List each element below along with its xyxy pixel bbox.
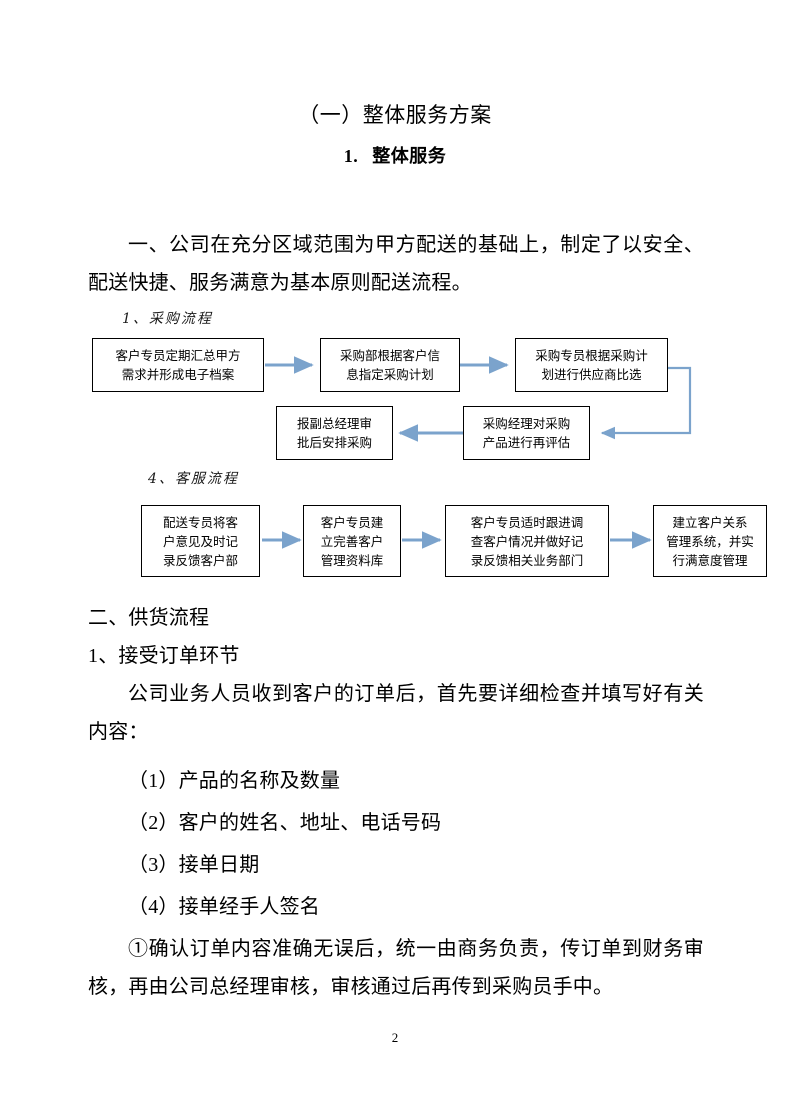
flow-box-purchase-1: 客户专员定期汇总甲方 需求并形成电子档案 — [92, 338, 264, 392]
flow-box-service-4: 建立客户关系 管理系统，并实 行满意度管理 — [653, 505, 767, 577]
list-item-2: （2）客户的姓名、地址、电话号码 — [128, 812, 442, 834]
flowchart-label-purchase: 1、采购流程 — [122, 311, 213, 327]
flow-box-purchase-4: 采购经理对采购 产品进行再评估 — [463, 406, 590, 460]
paragraph-order-detail: 公司业务人员收到客户的订单后，首先要详细检查并填写好有关内容： — [88, 683, 704, 743]
list-item-4: （4）接单经手人签名 — [128, 896, 320, 918]
paragraph-confirm-order: ①确认订单内容准确无误后，统一由商务负责，传订单到财务审核，再由公司总经理审核，… — [88, 938, 704, 998]
flow-box-text: 配送专员将客 户意见及时记 录反馈客户部 — [162, 514, 238, 568]
flow-box-text: 建立客户关系 管理系统，并实 行满意度管理 — [666, 514, 754, 568]
paragraph-order-step: 1、接受订单环节 — [88, 645, 240, 667]
flow-box-text: 采购部根据客户信 息指定采购计划 — [339, 348, 440, 382]
section-subtitle: 1. 整体服务 — [0, 143, 790, 169]
flowchart-label-service: 4、客服流程 — [148, 471, 239, 487]
flow-box-text: 采购专员根据采购计 划进行供应商比选 — [535, 348, 648, 382]
list-item-3: （3）接单日期 — [128, 854, 260, 876]
flow-box-service-1: 配送专员将客 户意见及时记 录反馈客户部 — [141, 505, 260, 577]
flow-box-text: 客户专员建 立完善客户 管理资料库 — [320, 514, 384, 568]
subtitle-label: 整体服务 — [372, 146, 447, 166]
subtitle-number: 1. — [343, 146, 359, 166]
flow-box-text: 报副总经理审 批后安排采购 — [296, 416, 372, 450]
flow-box-text: 采购经理对采购 产品进行再评估 — [482, 416, 571, 450]
flow-box-purchase-3: 采购专员根据采购计 划进行供应商比选 — [515, 338, 668, 392]
flow-box-text: 客户专员定期汇总甲方 需求并形成电子档案 — [115, 348, 241, 382]
paragraph-intro: 一、公司在充分区域范围为甲方配送的基础上，制定了以安全、配送快捷、服务满意为基本… — [88, 234, 704, 294]
flow-box-text: 客户专员适时跟进调 查客户情况并做好记 录反馈相关业务部门 — [470, 514, 584, 568]
page-number: 2 — [391, 1030, 399, 1045]
list-item-1: （1）产品的名称及数量 — [128, 770, 341, 792]
flow-box-purchase-2: 采购部根据客户信 息指定采购计划 — [320, 338, 460, 392]
page-title: （一）整体服务方案 — [298, 103, 492, 127]
flow-box-purchase-5: 报副总经理审 批后安排采购 — [276, 406, 393, 460]
flow-box-service-2: 客户专员建 立完善客户 管理资料库 — [303, 505, 401, 577]
flow-box-service-3: 客户专员适时跟进调 查客户情况并做好记 录反馈相关业务部门 — [445, 505, 609, 577]
paragraph-supply-heading: 二、供货流程 — [88, 607, 210, 629]
